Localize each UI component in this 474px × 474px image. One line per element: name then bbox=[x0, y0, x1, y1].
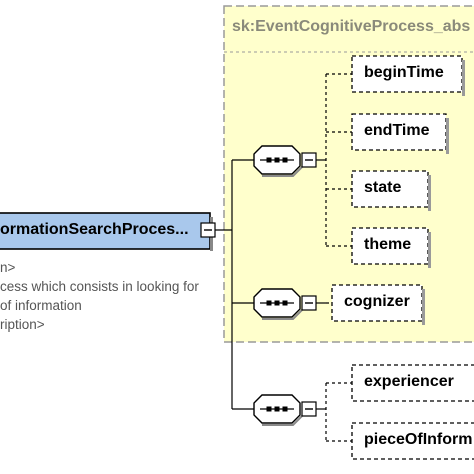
element-box-shadow bbox=[428, 175, 431, 211]
compositor-shadow bbox=[262, 415, 303, 426]
sequence-dot bbox=[274, 406, 280, 412]
sequence-dot bbox=[274, 300, 280, 306]
root-doc-line: of information bbox=[0, 298, 82, 313]
element-name-cognizer: cognizer bbox=[344, 293, 410, 310]
sequence-dot bbox=[282, 157, 288, 163]
element-box-experiencer[interactable] bbox=[351, 364, 474, 402]
element-box-shadow bbox=[462, 60, 465, 96]
root-element-box[interactable] bbox=[0, 212, 211, 250]
root-doc-line: n> bbox=[0, 260, 16, 275]
element-box-shadow bbox=[422, 289, 425, 325]
element-name-state: state bbox=[364, 179, 402, 196]
element-box-shadow bbox=[446, 118, 449, 154]
element-box-endTime[interactable] bbox=[351, 113, 447, 151]
compositor-shadow bbox=[262, 166, 303, 177]
element-name-beginTime: beginTime bbox=[364, 64, 444, 81]
root-element-name: ormationSearchProces... bbox=[0, 221, 189, 238]
element-box-cognizer[interactable] bbox=[331, 284, 423, 322]
sequence-dot bbox=[274, 157, 280, 163]
sequence-dot bbox=[266, 406, 272, 412]
element-name-experiencer: experiencer bbox=[364, 373, 454, 390]
sequence-dot bbox=[266, 300, 272, 306]
element-box-beginTime[interactable] bbox=[351, 55, 463, 93]
sequence-dot bbox=[282, 300, 288, 306]
compositor-shadow bbox=[262, 309, 303, 320]
extension-type-title: sk:EventCognitiveProcess_abs bbox=[232, 18, 471, 35]
element-name-endTime: endTime bbox=[364, 122, 430, 139]
element-name-theme: theme bbox=[364, 236, 412, 253]
root-doc-line: ription> bbox=[0, 317, 45, 332]
element-box-pieceOfInform[interactable] bbox=[351, 422, 474, 460]
root-doc-line: cess which consists in looking for bbox=[0, 279, 199, 294]
element-name-pieceOfInform: pieceOfInform bbox=[364, 431, 473, 448]
element-box-shadow bbox=[428, 232, 431, 268]
sequence-dot bbox=[266, 157, 272, 163]
sequence-dot bbox=[282, 406, 288, 412]
